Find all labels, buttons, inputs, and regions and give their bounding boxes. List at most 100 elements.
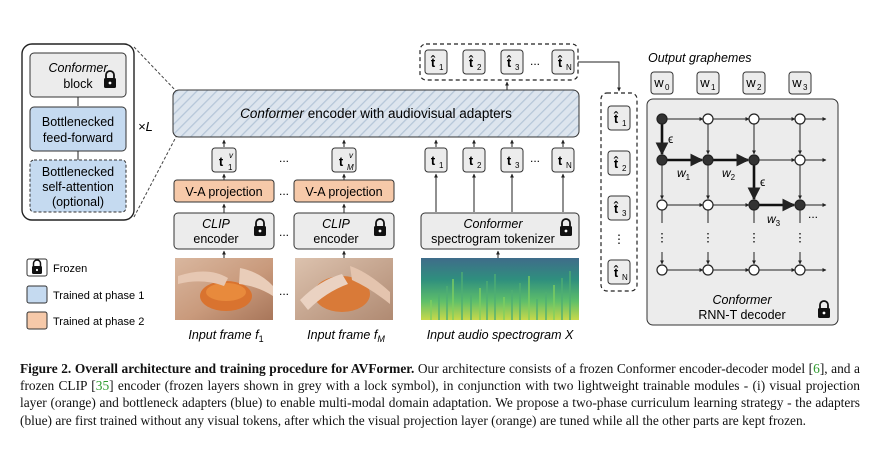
grapheme-1-sub: 1 [711, 83, 716, 92]
lattice-node [748, 264, 760, 276]
audio-token-3-sub: 3 [515, 161, 520, 170]
grapheme-1-letter: w [699, 75, 710, 90]
decoder-input-token-2 [607, 150, 631, 176]
lattice-label-w1: w1 [677, 166, 691, 182]
encoder-output-token-2-sub: 2 [477, 63, 482, 72]
grapheme-3-letter: w [791, 75, 802, 90]
output-token-ellipsis: ... [530, 54, 540, 68]
lattice-label-w3: w3 [767, 212, 781, 228]
caption-citation-1[interactable]: 6 [813, 361, 820, 376]
caption-citation-2[interactable]: 35 [95, 378, 110, 394]
input-frame-m-image [295, 258, 393, 320]
decoder-input-token-4-sub: N [622, 273, 628, 282]
decoder-input-token-2-sub: 2 [622, 164, 627, 173]
input-frame-m-label: Input frame fM [307, 328, 385, 344]
spectrogram-band [438, 293, 440, 320]
frame-ellipsis: ... [279, 284, 289, 298]
grapheme-2 [742, 71, 766, 95]
projection-ellipsis: ... [279, 184, 289, 198]
caption-text-3: ] encoder (frozen layers shown in grey w… [20, 378, 860, 428]
spectrogram-band [561, 278, 563, 320]
lattice-label-w-letter: w [722, 166, 732, 180]
output-to-column-connector [578, 61, 621, 92]
spectrogram-band [545, 292, 547, 320]
spectrogram-band [536, 299, 538, 320]
encoder-output-token-4 [551, 49, 575, 75]
clip-m-italic: CLIP [322, 217, 350, 231]
figure-caption: Figure 2. Overall architecture and train… [20, 360, 860, 429]
audio-token-4 [551, 147, 575, 173]
visual-token-1-sup: v [229, 151, 234, 160]
input-audio-var: X [564, 328, 574, 342]
va-projection-m-label: V-A projection [305, 185, 382, 199]
encoder-output-token-2 [462, 49, 486, 75]
spectrogram-band [503, 297, 505, 320]
spectrogram-band [430, 300, 432, 320]
legend-phase2-label: Trained at phase 2 [53, 316, 144, 328]
spectrogram-band [446, 286, 448, 320]
input-frame-m-var: f [374, 328, 379, 342]
lattice-node [656, 199, 668, 211]
decoder-input-token-3-letter: t̂ [613, 201, 619, 216]
lattice-label-w-letter: w [677, 166, 687, 180]
encoder-label: Conformer encoder with audiovisual adapt… [240, 106, 512, 121]
spectrogram-band [486, 281, 488, 320]
spectrogram-band [569, 271, 571, 320]
clip-m-rest: encoder [313, 232, 358, 246]
input-frame-1-image [175, 258, 273, 320]
grapheme-2-sub: 2 [757, 83, 762, 92]
lock-icon [818, 300, 830, 318]
input-spectrogram-image [421, 258, 579, 320]
encoder-output-token-3-sub: 3 [515, 63, 520, 72]
lattice-row-ellipsis: ... [808, 207, 818, 221]
visual-token-m-sup: v [349, 151, 354, 160]
visual-token-m-letter: t [339, 154, 344, 169]
lattice-node [794, 264, 806, 276]
decoder-input-token-3-sub: 3 [622, 209, 627, 218]
legend-frozen-label: Frozen [53, 263, 87, 275]
visual-branch-m: t v M V-A projection CLIP encoder Input … [293, 139, 395, 344]
spectrogram-band [553, 285, 555, 320]
bottleneck-sa-line1: Bottlenecked [42, 165, 114, 179]
grapheme-0-letter: w [653, 75, 664, 90]
architecture-diagram: Conformer block Bottlenecked feed-forwar… [21, 43, 839, 344]
input-frame-1-var: f [255, 328, 260, 342]
legend-phase2-swatch [26, 311, 48, 330]
encoder-label-rest: encoder with audiovisual adapters [308, 106, 512, 121]
input-audio-prefix: Input audio spectrogram [427, 328, 565, 342]
decoder-input-token-2-letter: t̂ [613, 156, 619, 171]
encoder-label-italic: Conformer [240, 106, 304, 121]
lattice-node [794, 113, 806, 125]
encoder-output-token-2-letter: t̂ [468, 55, 474, 70]
encoder-output-token-1 [424, 49, 448, 75]
spectrogram-band [511, 290, 513, 320]
lattice-vertical-dots: ⋮ [656, 231, 668, 245]
decoder-input-token-1-sub: 1 [622, 119, 627, 128]
audio-token-1-sub: 1 [439, 161, 444, 170]
lattice-label-w-sub: 1 [686, 173, 691, 182]
visual-token-m [331, 147, 357, 173]
rnnt-italic: Conformer [712, 293, 772, 307]
visual-token-1-sub: 1 [228, 163, 233, 172]
spectrogram-band [519, 283, 521, 320]
lattice-label-w-sub: 2 [731, 173, 736, 182]
lattice-label-w-letter: w [767, 212, 777, 226]
lattice-node-active [748, 199, 760, 211]
spectrogram-band [470, 295, 472, 320]
lattice-node-active [656, 154, 668, 166]
audio-token-2-sub: 2 [477, 161, 482, 170]
input-frame-1-label: Input frame f1 [188, 328, 263, 344]
lattice-vertical-dots: ⋮ [702, 231, 714, 245]
va-projection-1-label: V-A projection [185, 185, 262, 199]
lock-icon [32, 259, 42, 274]
grapheme-1 [696, 71, 720, 95]
clip-1-rest: encoder [193, 232, 238, 246]
lock-icon [254, 218, 266, 236]
grapheme-3-sub: 3 [803, 83, 808, 92]
conformer-layer-detail: Conformer block Bottlenecked feed-forwar… [21, 43, 135, 221]
times-l-label: ×L [138, 119, 153, 134]
bottleneck-sa-line3: (optional) [52, 195, 104, 209]
encoder-output-token-3-letter: t̂ [506, 55, 512, 70]
lattice-label-epsilon-1: ϵ [668, 132, 673, 146]
